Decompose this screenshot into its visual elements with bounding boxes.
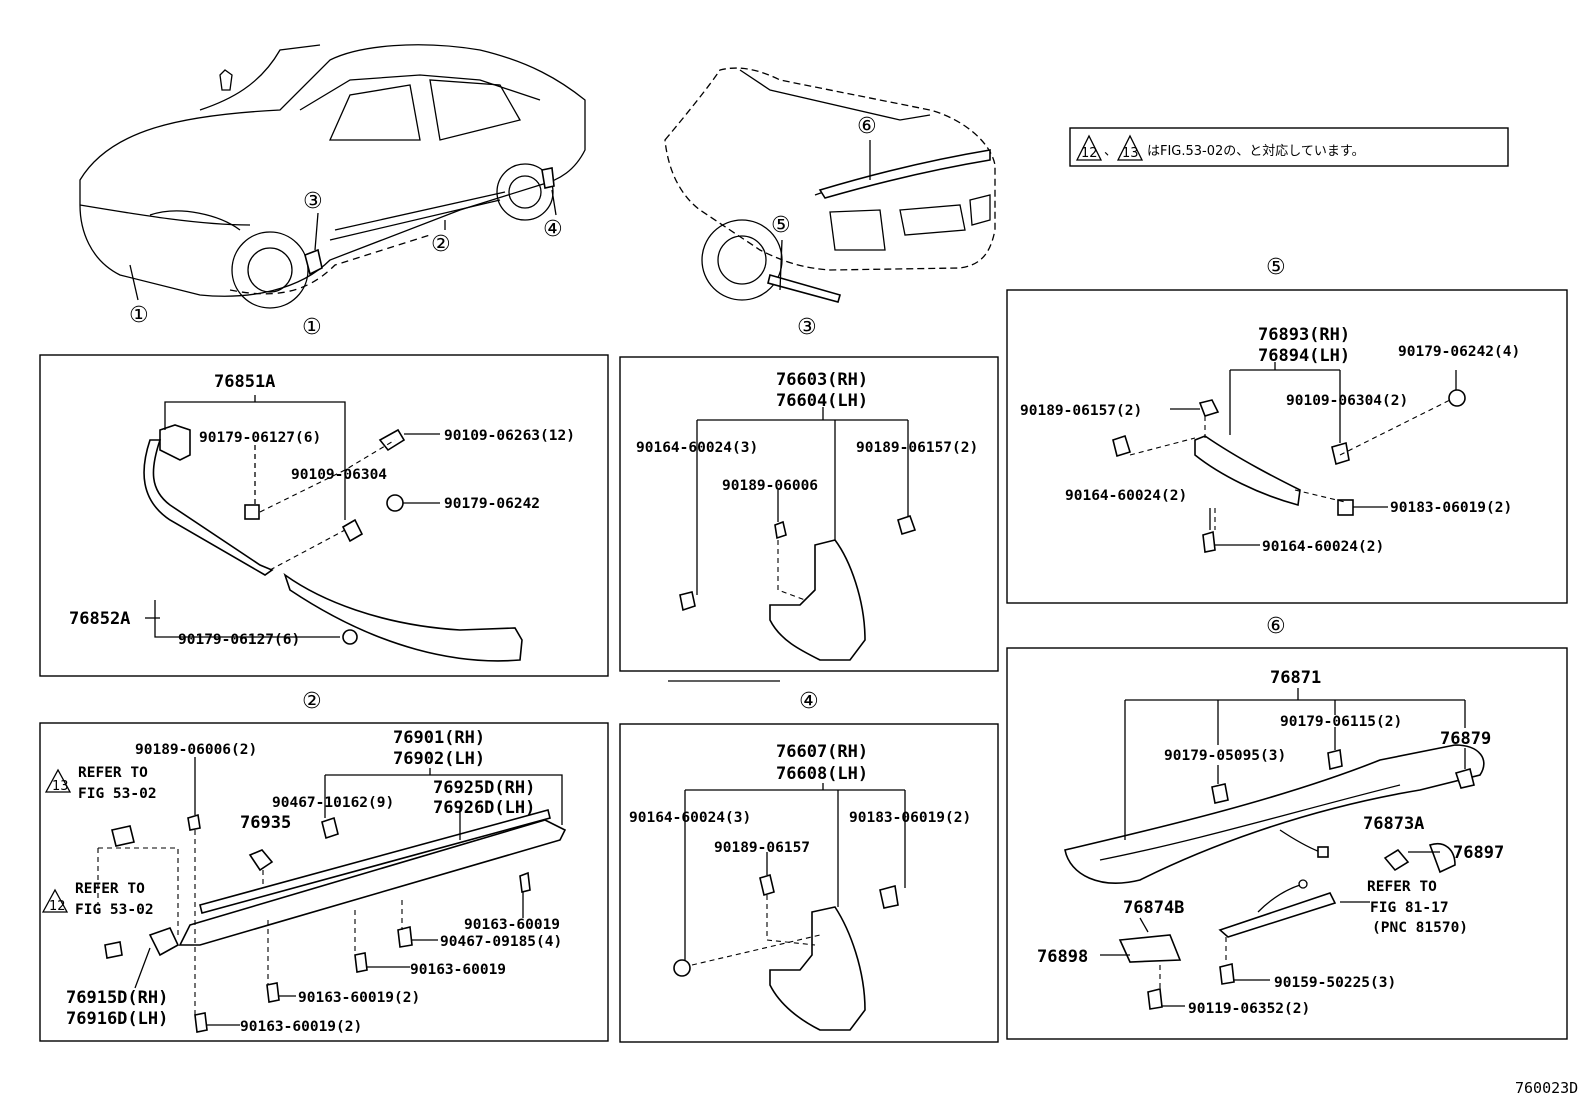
ref-triangle-13 <box>44 768 72 793</box>
part-90109-06263: 90109-06263(12) <box>444 428 575 444</box>
part-90179-06242: 90179-06242 <box>444 496 540 512</box>
part-76873A: 76873A <box>1363 814 1424 834</box>
part-90179-06242-p5: 90179-06242(4) <box>1398 344 1520 360</box>
refer-to-81-a: REFER TO <box>1367 879 1437 895</box>
part-76851A: 76851A <box>214 372 275 392</box>
part-90467-10162: 90467-10162(9) <box>272 795 394 811</box>
part-76897: 76897 <box>1453 843 1504 863</box>
panel6-parts <box>1064 744 1485 1010</box>
front-car-illustration <box>79 44 586 309</box>
part-90163-60019-c: 90163-60019(2) <box>298 990 420 1006</box>
callout-5-panel: ⑤ <box>1266 255 1286 280</box>
part-76879: 76879 <box>1440 729 1491 749</box>
callout-3-front: ③ <box>303 189 323 214</box>
part-76925D-rh: 76925D(RH) <box>433 778 535 798</box>
refer-to-13-b: FIG 53-02 <box>78 786 157 802</box>
part-76608-lh: 76608(LH) <box>776 764 868 784</box>
part-90163-60019-a: 90163-60019 <box>464 917 560 933</box>
refer-to-13-a: REFER TO <box>78 765 148 781</box>
part-76898: 76898 <box>1037 947 1088 967</box>
part-90163-60019-b: 90163-60019 <box>410 962 506 978</box>
panel5-parts <box>1112 389 1466 553</box>
part-90189-06157-p4: 90189-06157 <box>714 840 810 856</box>
part-76926D-lh: 76926D(LH) <box>433 798 535 818</box>
panel-rear-garnish <box>1006 289 1568 604</box>
callout-1b: ① <box>302 315 322 340</box>
part-90183-06019-p4: 90183-06019(2) <box>849 810 971 826</box>
part-90109-06304: 90109-06304 <box>291 467 387 483</box>
panel-rear-spoiler <box>1006 647 1568 1040</box>
refer-to-12-b: FIG 53-02 <box>75 902 154 918</box>
note-sep-1: 、 <box>1104 144 1117 159</box>
part-76935: 76935 <box>240 813 291 833</box>
part-90467-09185: 90467-09185(4) <box>440 934 562 950</box>
panel1-parts <box>143 424 523 662</box>
part-76604-lh: 76604(LH) <box>776 391 868 411</box>
part-90119-06352: 90119-06352(2) <box>1188 1001 1310 1017</box>
panel3-parts <box>679 514 917 661</box>
part-90179-05095: 90179-05095(3) <box>1164 748 1286 764</box>
note-mark-12a: 12 <box>1081 146 1098 161</box>
part-76915D-rh: 76915D(RH) <box>66 988 168 1008</box>
part-90164-60024-p5b: 90164-60024(2) <box>1262 539 1384 555</box>
part-90179-06127-upper: 90179-06127(6) <box>199 430 321 446</box>
callout-3-rear: ③ <box>797 315 817 340</box>
part-76874B: 76874B <box>1123 898 1184 918</box>
part-76902-lh: 76902(LH) <box>393 749 485 769</box>
part-76603-rh: 76603(RH) <box>776 370 868 390</box>
panel-rear-mudguard <box>619 723 999 1043</box>
part-90189-06006: 90189-06006(2) <box>135 742 257 758</box>
ref-mark-13: 13 <box>52 779 69 794</box>
panel-front-spoiler <box>39 354 609 677</box>
part-76607-rh: 76607(RH) <box>776 742 868 762</box>
callout-6-panel: ⑥ <box>1266 614 1286 639</box>
part-90163-60019-d: 90163-60019(2) <box>240 1019 362 1035</box>
callout-1a: ① <box>129 303 149 328</box>
part-76901-rh: 76901(RH) <box>393 728 485 748</box>
panel2-parts <box>104 809 567 1033</box>
callout-4-panel: ④ <box>799 689 819 714</box>
callout-2-panel: ② <box>302 689 322 714</box>
callout-5-rear: ⑤ <box>771 213 791 238</box>
reference-note: 12 、 13 はFIG.53-02の、と対応しています。 <box>1069 127 1509 167</box>
part-90189-06157-p3: 90189-06157(2) <box>856 440 978 456</box>
part-90159-50225: 90159-50225(3) <box>1274 975 1396 991</box>
note-mark-13a: 13 <box>1122 146 1139 161</box>
refer-to-81-b: FIG 81-17 <box>1370 900 1449 916</box>
part-76852A: 76852A <box>69 609 130 629</box>
ref-triangle-12 <box>41 888 69 913</box>
part-90183-06019-p5: 90183-06019(2) <box>1390 500 1512 516</box>
rear-car-illustration <box>664 67 996 303</box>
part-90164-60024-p3: 90164-60024(3) <box>636 440 758 456</box>
part-90189-06006-p3: 90189-06006 <box>722 478 818 494</box>
panel-side-skirt <box>39 722 609 1042</box>
refer-to-81-c: (PNC 81570) <box>1372 920 1468 936</box>
ref-mark-12: 12 <box>49 899 66 914</box>
part-76894-lh: 76894(LH) <box>1258 346 1350 366</box>
part-90164-60024-p4: 90164-60024(3) <box>629 810 751 826</box>
part-76871: 76871 <box>1270 668 1321 688</box>
panel4-parts <box>673 873 899 1031</box>
part-90109-06304-p5: 90109-06304(2) <box>1286 393 1408 409</box>
callout-2-front: ② <box>431 232 451 257</box>
callout-6-rear: ⑥ <box>857 114 877 139</box>
callout-4-front: ④ <box>543 217 563 242</box>
part-90189-06157-p5: 90189-06157(2) <box>1020 403 1142 419</box>
part-76893-rh: 76893(RH) <box>1258 325 1350 345</box>
figure-id: 760023D <box>1515 1079 1578 1097</box>
panel-front-mudguard <box>619 356 999 672</box>
part-90164-60024-p5a: 90164-60024(2) <box>1065 488 1187 504</box>
part-90179-06127-lower: 90179-06127(6) <box>178 632 300 648</box>
part-76916D-lh: 76916D(LH) <box>66 1009 168 1029</box>
refer-to-12-a: REFER TO <box>75 881 145 897</box>
note-text: はFIG.53-02の、と対応しています。 <box>1147 144 1365 159</box>
part-90179-06115: 90179-06115(2) <box>1280 714 1402 730</box>
